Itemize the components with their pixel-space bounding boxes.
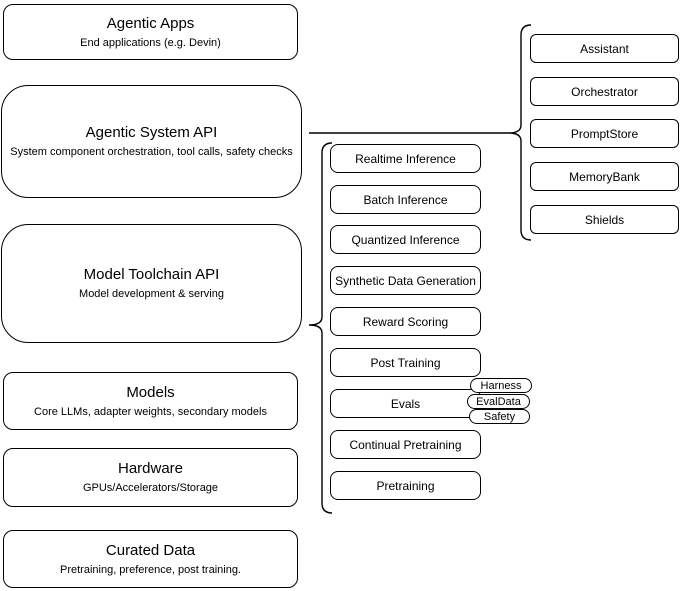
- tag-safety-label: Safety: [483, 410, 516, 423]
- box-models: Models Core LLMs, adapter weights, secon…: [3, 372, 298, 430]
- box-hardware: Hardware GPUs/Accelerators/Storage: [3, 448, 298, 507]
- box-reward-scoring-label: Reward Scoring: [362, 314, 449, 329]
- box-post-training-label: Post Training: [370, 355, 441, 370]
- toolchain-brace: [308, 142, 333, 514]
- box-promptstore-label: PromptStore: [570, 126, 639, 141]
- box-evals-label: Evals: [390, 396, 421, 411]
- box-agentic-system-api-subtitle: System component orchestration, tool cal…: [10, 146, 293, 158]
- box-agentic-system-api: Agentic System API System component orch…: [1, 85, 302, 198]
- box-continual-pretraining-label: Continual Pretraining: [349, 437, 462, 452]
- box-synthetic-data-generation: Synthetic Data Generation: [330, 266, 481, 295]
- box-hardware-title: Hardware: [117, 460, 184, 477]
- box-memorybank: MemoryBank: [530, 162, 679, 191]
- box-agentic-system-api-title: Agentic System API: [85, 124, 218, 141]
- box-model-toolchain-api: Model Toolchain API Model development & …: [1, 224, 302, 343]
- box-orchestrator-label: Orchestrator: [571, 84, 638, 99]
- box-curated-data-subtitle: Pretraining, preference, post training.: [60, 563, 241, 576]
- box-models-title: Models: [126, 383, 175, 401]
- box-curated-data: Curated Data Pretraining, preference, po…: [3, 530, 298, 588]
- box-model-toolchain-api-subtitle: Model development & serving: [79, 288, 224, 300]
- box-model-toolchain-api-title: Model Toolchain API: [83, 266, 220, 283]
- box-evals: Evals: [330, 389, 481, 418]
- box-agentic-apps: Agentic Apps End applications (e.g. Devi…: [3, 4, 298, 60]
- tag-evaldata: EvalData: [467, 394, 530, 409]
- box-pretraining-label: Pretraining: [376, 478, 435, 493]
- box-post-training: Post Training: [330, 348, 481, 377]
- box-agentic-apps-title: Agentic Apps: [106, 14, 195, 32]
- box-assistant-label: Assistant: [580, 41, 629, 56]
- box-orchestrator: Orchestrator: [530, 77, 679, 106]
- box-shields-label: Shields: [584, 212, 625, 227]
- box-continual-pretraining: Continual Pretraining: [330, 430, 481, 459]
- box-batch-inference: Batch Inference: [330, 185, 481, 214]
- tag-harness: Harness: [470, 378, 532, 393]
- box-agentic-apps-subtitle: End applications (e.g. Devin): [80, 36, 221, 49]
- box-realtime-inference: Realtime Inference: [330, 144, 481, 173]
- box-models-subtitle: Core LLMs, adapter weights, secondary mo…: [34, 405, 267, 418]
- box-quantized-inference-label: Quantized Inference: [351, 232, 460, 247]
- tag-evaldata-label: EvalData: [476, 395, 521, 408]
- box-shields: Shields: [530, 205, 679, 234]
- box-batch-inference-label: Batch Inference: [363, 192, 448, 207]
- box-hardware-subtitle: GPUs/Accelerators/Storage: [82, 482, 219, 494]
- box-curated-data-title: Curated Data: [105, 541, 196, 559]
- box-pretraining: Pretraining: [330, 471, 481, 500]
- tag-harness-label: Harness: [480, 379, 522, 392]
- system-components-brace: [508, 24, 532, 241]
- box-synthetic-data-generation-label: Synthetic Data Generation: [335, 273, 476, 288]
- box-assistant: Assistant: [530, 34, 679, 63]
- box-promptstore: PromptStore: [530, 119, 679, 148]
- box-memorybank-label: MemoryBank: [569, 169, 640, 184]
- tag-safety: Safety: [469, 409, 530, 424]
- box-quantized-inference: Quantized Inference: [330, 225, 481, 254]
- box-realtime-inference-label: Realtime Inference: [355, 151, 456, 166]
- box-reward-scoring: Reward Scoring: [330, 307, 481, 336]
